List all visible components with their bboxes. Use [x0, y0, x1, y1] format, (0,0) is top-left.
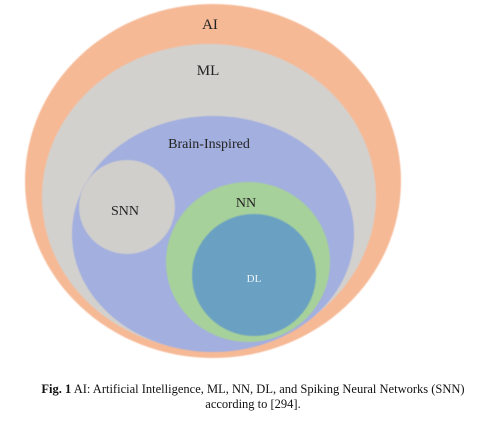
dl-label: DL: [247, 273, 262, 285]
nn-label: NN: [236, 196, 256, 211]
figure-caption: Fig. 1 AI: Artificial Intelligence, ML, …: [24, 382, 482, 412]
ai-label: AI: [202, 17, 218, 33]
caption-text: AI: Artificial Intelligence, ML, NN, DL,…: [73, 382, 465, 411]
ml-label: ML: [197, 63, 220, 79]
brain-inspired-label: Brain-Inspired: [168, 137, 250, 152]
dl-circle: [192, 214, 316, 336]
caption-prefix: Fig. 1: [41, 382, 72, 396]
snn-label: SNN: [111, 204, 139, 219]
snn-circle: [79, 160, 175, 254]
